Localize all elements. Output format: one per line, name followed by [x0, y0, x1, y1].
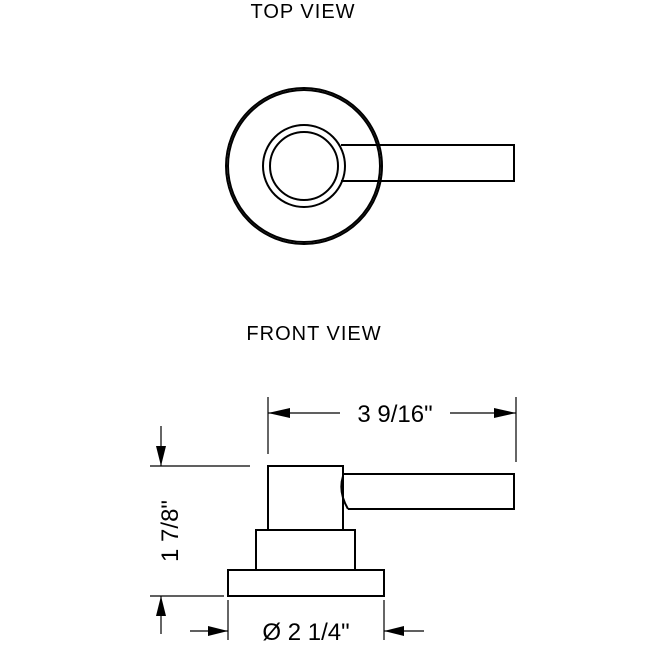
top-view-hub-inner	[269, 131, 339, 201]
front-view	[227, 465, 515, 597]
dimension-height: 1 7/8"	[150, 426, 250, 634]
height-arrow-bottom	[156, 596, 166, 616]
top-view	[225, 87, 515, 245]
diameter-arrow-right	[384, 626, 404, 636]
front-view-title: FRONT VIEW	[246, 323, 381, 345]
length-arrow-right	[494, 408, 516, 418]
front-view-base	[227, 569, 385, 597]
height-arrow-top	[156, 446, 166, 466]
length-dimension-label: 3 9/16"	[357, 401, 432, 428]
diameter-dimension-label: Ø 2 1/4"	[262, 619, 349, 646]
top-view-escutcheon-inner	[227, 89, 381, 243]
top-view-title: TOP VIEW	[250, 1, 355, 23]
front-view-collar	[255, 529, 356, 571]
dimension-length: 3 9/16"	[267, 397, 517, 462]
front-view-lever	[343, 473, 515, 510]
front-view-lever-fillet	[340, 475, 349, 510]
length-arrow-left	[268, 408, 290, 418]
front-view-hub	[267, 465, 344, 531]
top-view-hub-outer	[262, 124, 346, 208]
diameter-arrow-left	[208, 626, 228, 636]
height-dimension-label: 1 7/8"	[157, 500, 184, 562]
top-view-escutcheon-outer	[225, 87, 383, 245]
top-view-lever	[341, 144, 515, 182]
dimension-base-diameter: Ø 2 1/4"	[190, 600, 424, 646]
